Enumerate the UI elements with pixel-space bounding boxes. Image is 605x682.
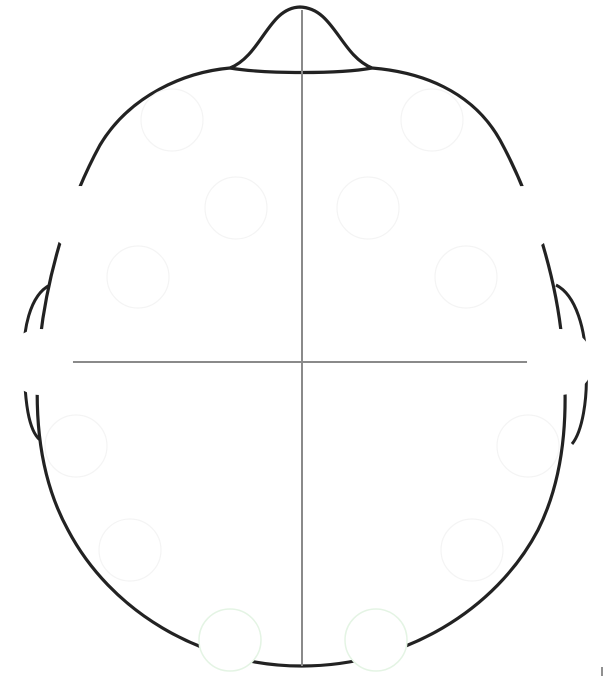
electrode-central-left-upper [204, 176, 268, 240]
electrode-temporal-left-upper [48, 186, 112, 250]
electrode-right-occipital [344, 608, 408, 672]
electrode-central-right-upper [336, 176, 400, 240]
electrode-right-mid [434, 245, 498, 309]
electrode-frontal-left [140, 88, 204, 152]
electrode-left-lower [44, 414, 108, 478]
electrode-left-occipital [198, 608, 262, 672]
electrode-left-ear [7, 329, 73, 395]
electrode-right-occipital-outer [440, 518, 504, 582]
electrode-right-ear [527, 329, 593, 395]
electrode-temporal-right-upper [492, 186, 556, 250]
electrode-left-mid [106, 245, 170, 309]
electrode-right-lower [496, 414, 560, 478]
electrode-left-occipital-outer [98, 518, 162, 582]
electrode-frontal-right [400, 88, 464, 152]
